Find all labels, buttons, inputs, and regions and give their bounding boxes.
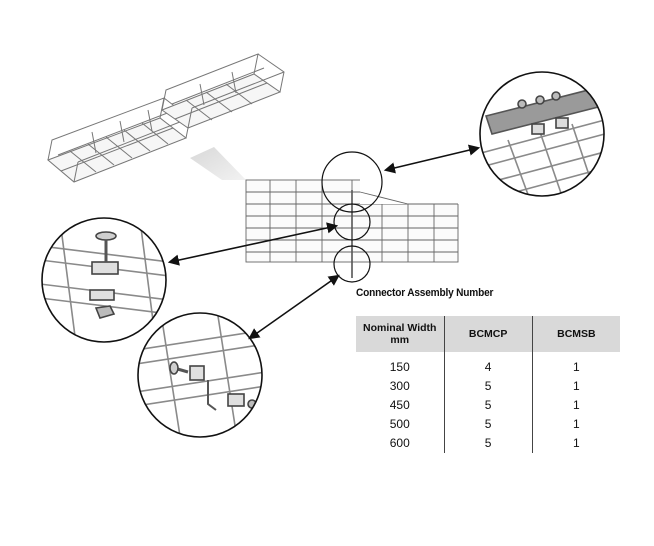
table-row: 600 5 1 bbox=[356, 434, 620, 453]
header-nominal-width: Nominal Width mm bbox=[356, 316, 445, 352]
table-header-row: Nominal Width mm BCMCP BCMSB bbox=[356, 316, 620, 352]
header-bcmcp: BCMCP bbox=[444, 316, 533, 352]
header-nominal-width-line2: mm bbox=[390, 334, 410, 346]
grid-top-mask bbox=[360, 172, 460, 204]
header-bcmsb: BCMSB bbox=[532, 316, 620, 352]
cell-bcmcp: 5 bbox=[444, 434, 533, 453]
arrow-left bbox=[167, 222, 339, 266]
arrow-top-right bbox=[383, 144, 481, 174]
cell-bcmcp: 5 bbox=[444, 415, 533, 434]
cell-bcmcp: 4 bbox=[444, 352, 533, 377]
view-wedge bbox=[190, 147, 246, 180]
connector-table: Nominal Width mm BCMCP BCMSB 150 4 1 300… bbox=[356, 316, 620, 453]
detail-left bbox=[41, 217, 167, 343]
table-row: 450 5 1 bbox=[356, 396, 620, 415]
cell-bcmsb: 1 bbox=[573, 398, 580, 412]
cell-bcmsb: 1 bbox=[573, 379, 580, 393]
wire-tray-left bbox=[47, 97, 191, 183]
detail-top-right bbox=[479, 71, 605, 197]
cell-width: 150 bbox=[356, 352, 445, 377]
wire-tray-right bbox=[160, 53, 285, 129]
table-row: 150 4 1 bbox=[356, 352, 620, 377]
cell-bcmsb: 1 bbox=[573, 360, 580, 374]
cell-width: 500 bbox=[356, 415, 445, 434]
cell-bcmcp: 5 bbox=[444, 396, 533, 415]
detail-bottom-left bbox=[137, 312, 263, 438]
table-row: 300 5 1 bbox=[356, 377, 620, 396]
callout-middle bbox=[333, 203, 371, 241]
callout-top bbox=[321, 151, 383, 213]
cell-bcmsb: 1 bbox=[573, 436, 580, 450]
cell-width: 300 bbox=[356, 377, 445, 396]
table-row: 500 5 1 bbox=[356, 415, 620, 434]
cell-width: 600 bbox=[356, 434, 445, 453]
arrow-bottom-left bbox=[248, 274, 340, 340]
cell-bcmsb: 1 bbox=[573, 417, 580, 431]
cell-bcmcp: 5 bbox=[444, 377, 533, 396]
header-nominal-width-line1: Nominal Width bbox=[363, 322, 437, 334]
table-caption: Connector Assembly Number bbox=[356, 287, 494, 299]
cell-width: 450 bbox=[356, 396, 445, 415]
grid-top-edge bbox=[359, 191, 458, 205]
